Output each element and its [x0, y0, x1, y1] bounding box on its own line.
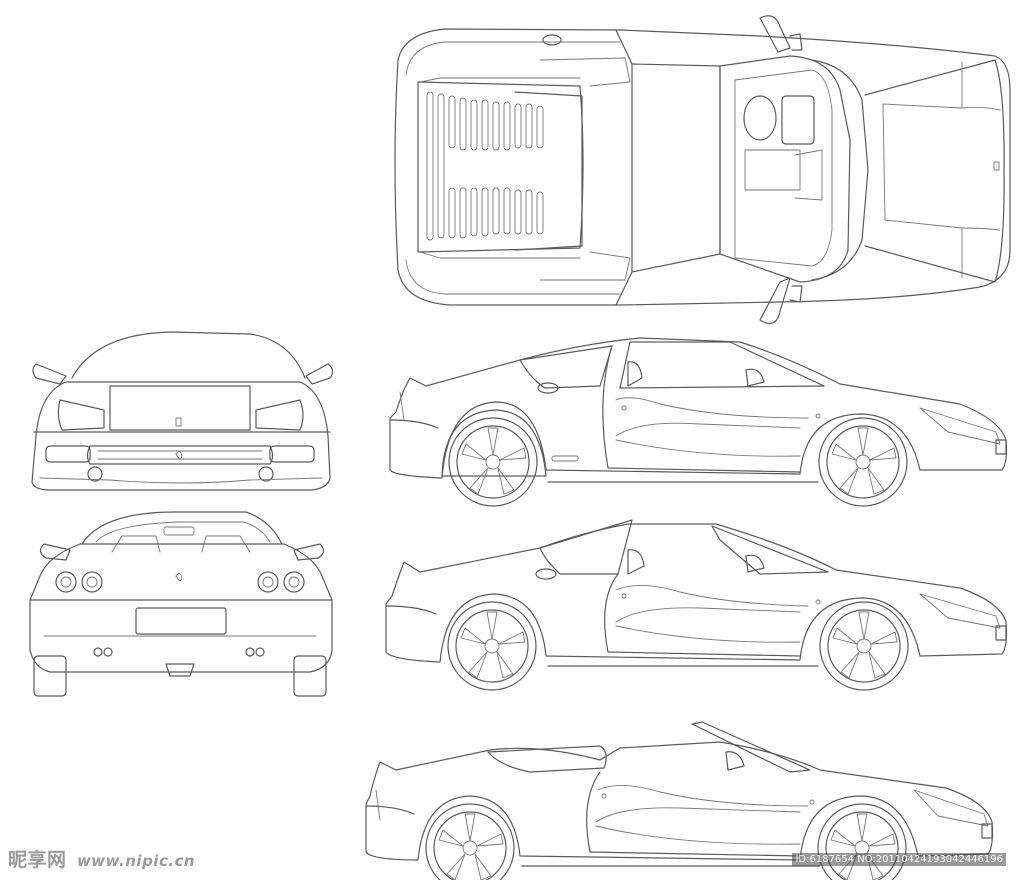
top-view [394, 15, 1011, 325]
front-view [31, 331, 334, 491]
side-view-spider [365, 721, 994, 885]
watermark-id: ID:6187654 NO:20110424193042446196 [792, 853, 1006, 866]
side-view-coupe [389, 337, 1008, 507]
watermark-left: 昵享网 www.nipic.cn [8, 845, 195, 872]
watermark-url: www.nipic.cn [76, 852, 196, 870]
watermark-brand: 昵享网 [8, 849, 67, 871]
rear-view [29, 511, 333, 697]
side-view-targa [385, 519, 1008, 691]
